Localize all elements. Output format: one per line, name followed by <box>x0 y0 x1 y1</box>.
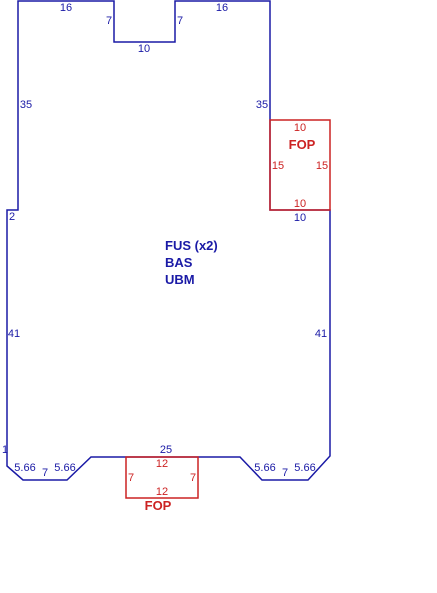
dim-lower-right-top: 10 <box>294 212 306 224</box>
fop-side-bottom: 10 <box>294 198 306 210</box>
dim-bottom-center: 25 <box>160 444 172 456</box>
piece-label-bas: BAS <box>165 255 193 270</box>
dim-bottom-right-chamfer-1: 5.66 <box>254 462 275 474</box>
dim-left-side: 41 <box>8 328 20 340</box>
dim-top-right: 16 <box>216 2 228 14</box>
fop-side-left: 15 <box>272 160 284 172</box>
fop-side-label: FOP <box>289 137 316 152</box>
main-piece-outline <box>6 0 331 481</box>
dim-right-side: 41 <box>315 328 327 340</box>
fop-side-top: 10 <box>294 122 306 134</box>
fop-bottom-rect <box>125 456 199 499</box>
dim-bottom-left-flat: 7 <box>42 467 48 479</box>
dim-notch-right: 7 <box>177 15 183 27</box>
dim-left-step: 2 <box>9 211 15 223</box>
dim-bottom-left-chamfer-2: 5.66 <box>54 462 75 474</box>
piece-label-fus: FUS (x2) <box>165 238 218 253</box>
fop-bottom-bottom: 12 <box>156 486 168 498</box>
dim-notch-left: 7 <box>106 15 112 27</box>
piece-label-ubm: UBM <box>165 272 195 287</box>
fop-side-rect <box>269 119 331 211</box>
fop-bottom-label: FOP <box>145 498 172 513</box>
dim-left-bottom-stub: 1 <box>2 444 8 456</box>
fop-bottom-top: 12 <box>156 458 168 470</box>
dim-bottom-left-chamfer-1: 5.66 <box>14 462 35 474</box>
dim-upper-left-side: 35 <box>20 99 32 111</box>
fop-bottom-right: 7 <box>190 472 196 484</box>
dim-upper-right-side: 35 <box>256 99 268 111</box>
fop-side-right: 15 <box>316 160 328 172</box>
dim-bottom-right-chamfer-2: 5.66 <box>294 462 315 474</box>
dim-top-left: 16 <box>60 2 72 14</box>
dim-bottom-right-flat: 7 <box>282 467 288 479</box>
fop-bottom-left: 7 <box>128 472 134 484</box>
dim-notch-bottom: 10 <box>138 43 150 55</box>
